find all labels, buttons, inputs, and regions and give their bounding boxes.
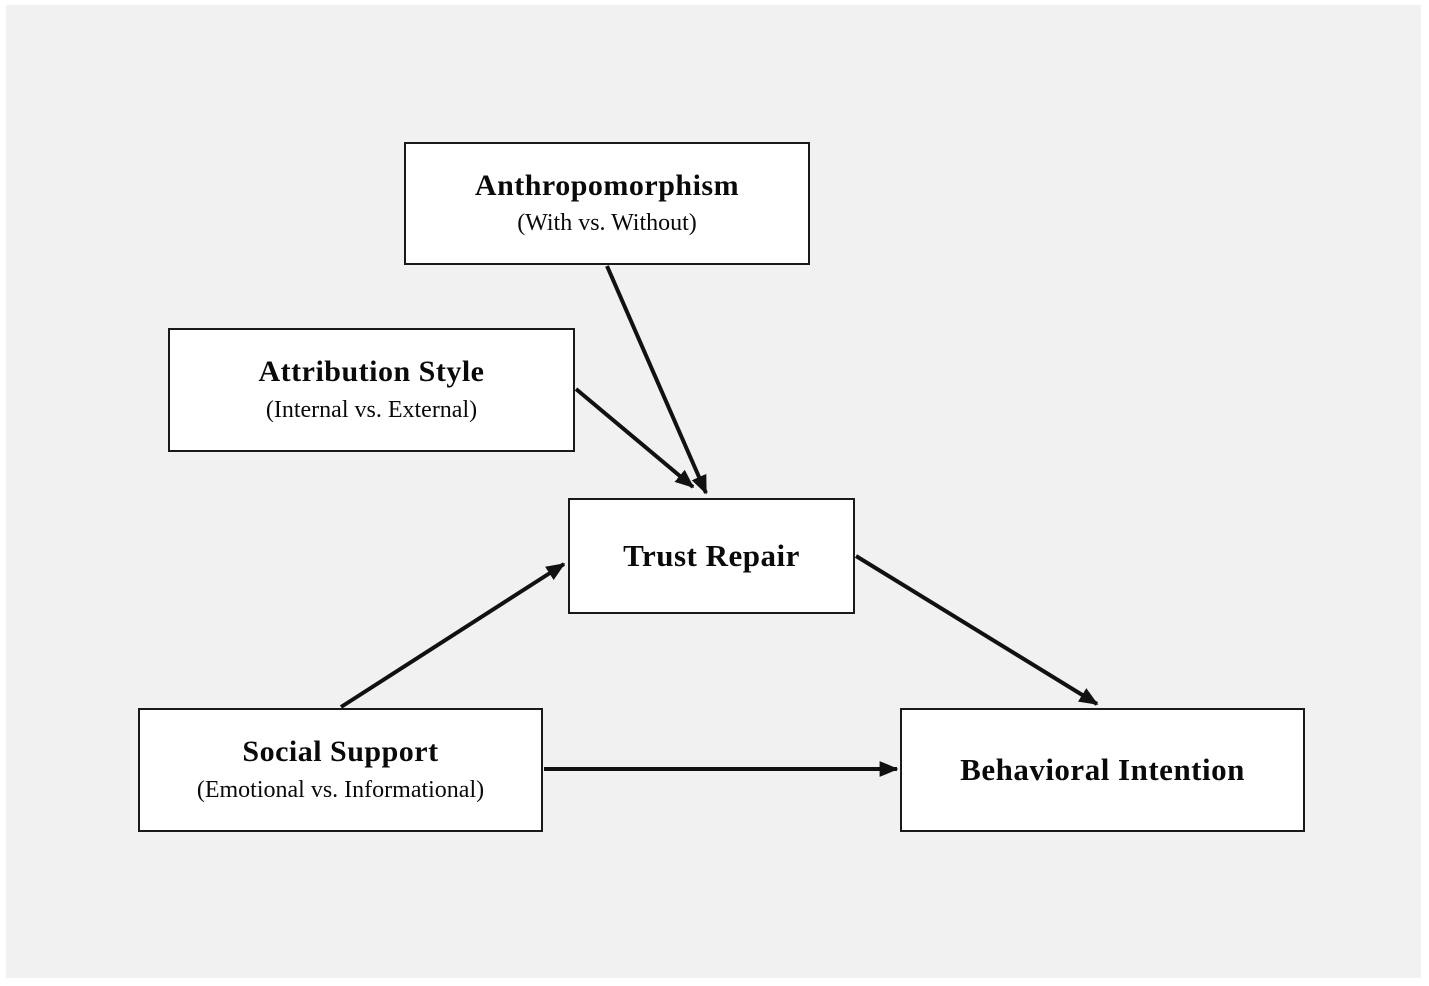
node-trust-repair: Trust Repair [568, 498, 855, 614]
node-behavioral-intention-title: Behavioral Intention [960, 752, 1245, 788]
node-attribution-style: Attribution Style (Internal vs. External… [168, 328, 575, 452]
node-social-support-title: Social Support [242, 735, 439, 769]
node-anthropomorphism-subtitle: (With vs. Without) [517, 210, 697, 237]
node-attribution-style-subtitle: (Internal vs. External) [265, 396, 478, 423]
node-anthropomorphism-title: Anthropomorphism [474, 168, 740, 202]
node-social-support: Social Support (Emotional vs. Informatio… [138, 708, 543, 832]
node-behavioral-intention: Behavioral Intention [900, 708, 1305, 832]
node-anthropomorphism: Anthropomorphism (With vs. Without) [404, 142, 810, 265]
node-attribution-style-title: Attribution Style [258, 355, 485, 389]
node-social-support-subtitle: (Emotional vs. Informational) [196, 776, 485, 803]
node-trust-repair-title: Trust Repair [623, 538, 800, 574]
